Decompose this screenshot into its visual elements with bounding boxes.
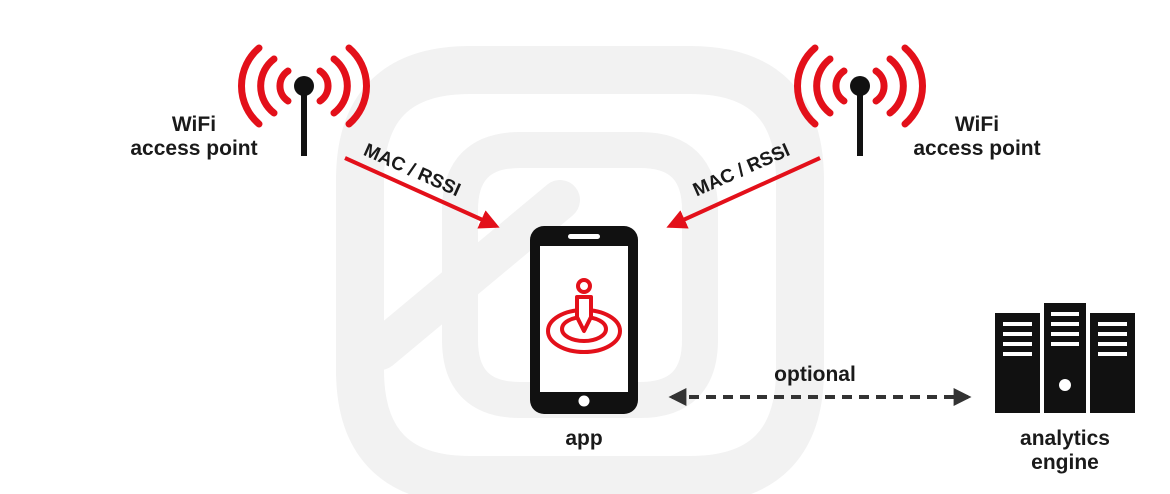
app-label: app xyxy=(565,427,603,450)
analytics-engine-label: analytics engine xyxy=(985,427,1145,475)
watermark-logo xyxy=(336,46,824,494)
wifi-antenna-icon xyxy=(794,44,926,156)
analytics-engine-line1: analytics xyxy=(1020,427,1110,450)
right-access-point-line1: WiFi xyxy=(954,113,1000,136)
analytics-engine-line2: engine xyxy=(1031,451,1099,475)
right-mac-rssi-arrow xyxy=(666,156,821,229)
left-access-point-line2: access point xyxy=(130,137,258,161)
left-mac-rssi-arrow xyxy=(344,156,500,229)
left-access-point-label: WiFi access point xyxy=(94,113,294,161)
server-rack-icon xyxy=(995,303,1135,413)
right-access-point-label: WiFi access point xyxy=(877,113,1077,161)
optional-label: optional xyxy=(774,363,856,386)
location-pin-icon xyxy=(546,278,622,354)
wifi-antenna-icon xyxy=(238,44,370,156)
right-access-point-line2: access point xyxy=(913,137,1041,161)
left-access-point-line1: WiFi xyxy=(171,113,217,136)
